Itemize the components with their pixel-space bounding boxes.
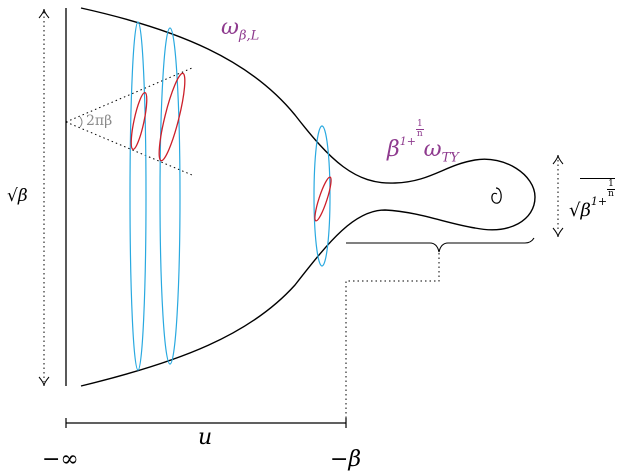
brace-connector-dotted (345, 253, 440, 423)
label-minus-beta: −β (330, 447, 362, 472)
cone-upper-dotted (65, 67, 193, 123)
label-omega-beta-L: ωβ,L (221, 15, 260, 44)
right-height-arrow-top-head (552, 154, 564, 165)
outline-upper (80, 7, 536, 198)
neck-underbrace (346, 237, 535, 253)
cap-curl (491, 187, 502, 204)
left-height-arrow-top-head (38, 8, 50, 19)
outline-lower (80, 196, 536, 387)
label-minus-infinity: −∞ (42, 447, 79, 472)
red-ellipse-3 (314, 176, 332, 222)
label-u: u (198, 425, 213, 450)
left-height-arrow-bottom-head (38, 376, 50, 387)
right-height-arrow-bottom-head (552, 227, 564, 238)
cross-section-circle-1 (129, 21, 147, 371)
label-angle: 2πβ (86, 113, 113, 129)
label-left-height: √β (7, 186, 28, 206)
cone-lower-dotted (65, 121, 193, 176)
cross-section-circle-2 (159, 27, 181, 365)
red-ellipse-2 (158, 72, 186, 162)
angle-arc (79, 116, 83, 128)
red-ellipse-1 (130, 91, 148, 151)
cross-section-circle-3 (313, 125, 331, 267)
